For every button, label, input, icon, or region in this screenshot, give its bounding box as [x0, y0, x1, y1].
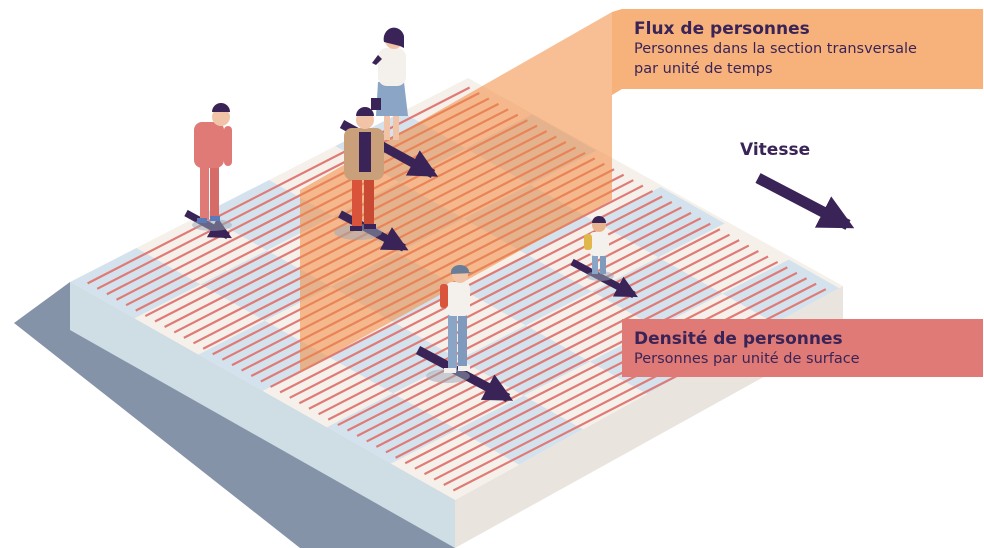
person-cap-backpack [426, 265, 473, 383]
floor-stripe [308, 211, 692, 410]
speed-arrow [755, 173, 855, 230]
density-title: Densité de personnes [634, 329, 843, 349]
density-line-1: Personnes par unité de surface [634, 351, 860, 367]
floor-stripe [298, 206, 682, 405]
flow-line-2: par unité de temps [634, 61, 773, 77]
person-woman-skirt [371, 27, 408, 140]
floor-stripe [318, 217, 702, 416]
floor-stripe [395, 260, 779, 459]
person-man-jacket [334, 107, 384, 240]
floor-stripe [327, 222, 711, 421]
person-child [584, 216, 614, 281]
floor-stripe [346, 233, 731, 432]
density-label-box: Densité de personnes Personnes par unité… [622, 319, 983, 377]
floor-tile [70, 248, 201, 319]
floor-stripe [404, 266, 788, 465]
person-pink-tracksuit [192, 103, 232, 231]
floor-stripe [87, 86, 471, 285]
speed-label: Vitesse [740, 140, 811, 160]
floor-stripe [414, 271, 798, 470]
platform-side-left [70, 282, 455, 548]
floor-stripe [433, 282, 817, 481]
flow-section-plane-edge [612, 9, 622, 95]
floor-stripe [423, 277, 808, 476]
floor-stripe [337, 228, 721, 427]
flow-label-box: Flux de personnes Personnes dans la sect… [622, 9, 983, 89]
flow-section-plane [300, 12, 612, 372]
floor-stripe [356, 239, 740, 437]
floor-stripe [366, 244, 750, 443]
floor-stripe [385, 255, 769, 454]
flow-line-1: Personnes dans la section transversale [634, 41, 917, 57]
flow-title: Flux de personnes [634, 19, 810, 39]
floor-stripe [375, 250, 759, 448]
